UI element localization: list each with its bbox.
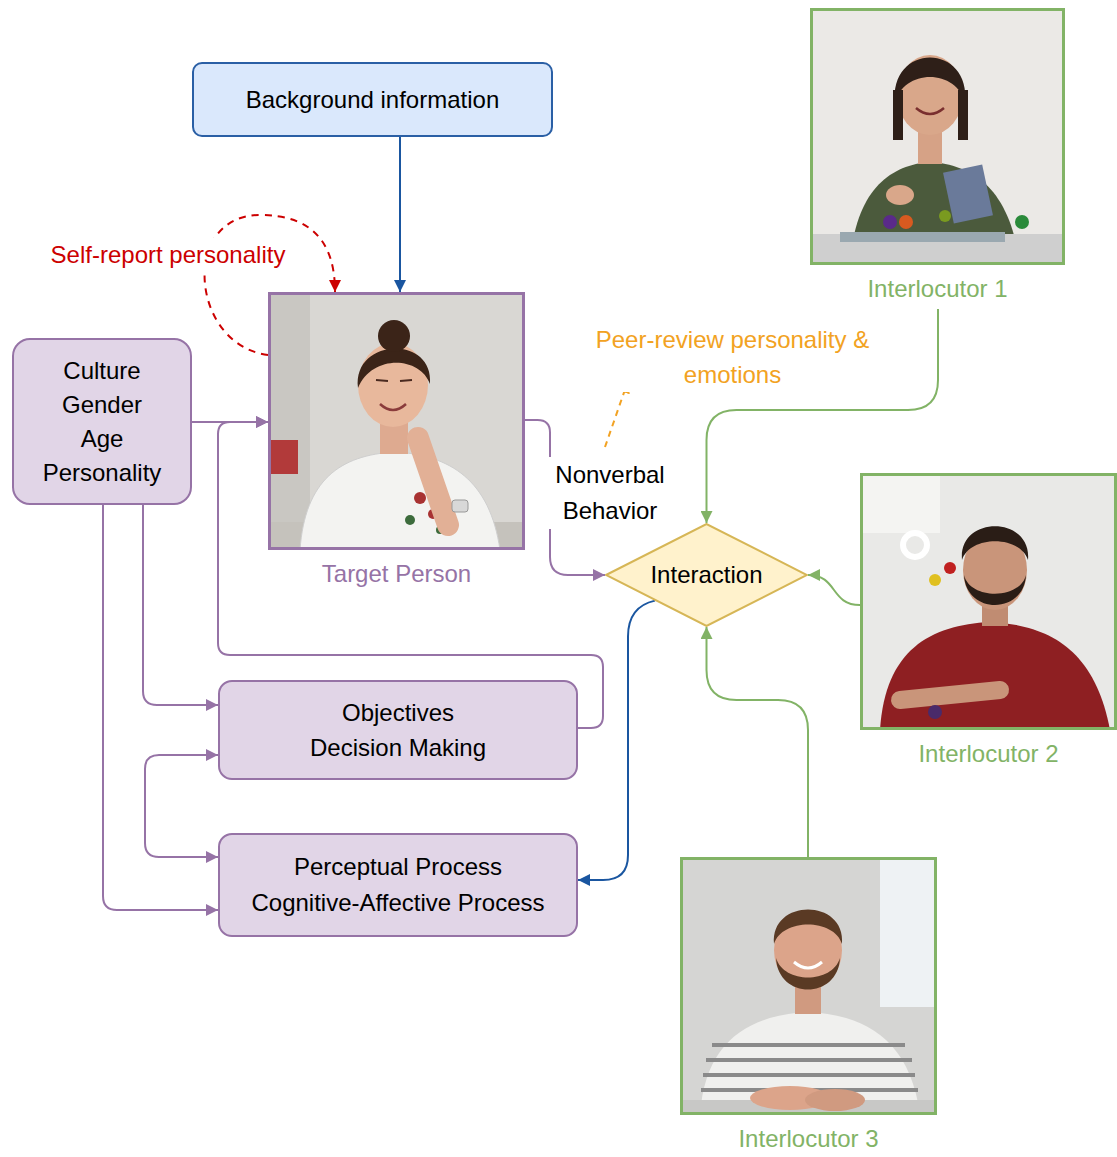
connector (808, 575, 860, 605)
annotation-holder: Peer-review personality & emotions (560, 322, 905, 392)
photo-frame (860, 473, 1117, 730)
decision-diamond: Interaction (605, 523, 808, 627)
edge-label-holder: Nonverbal Behavior (540, 457, 680, 529)
target-photo-illustration (268, 292, 525, 550)
process-box: Perceptual ProcessCognitive-Affective Pr… (218, 833, 578, 937)
edge-label: Self-report personality (49, 238, 288, 272)
node-label: Target Person (268, 560, 525, 588)
node-label: Gender (62, 388, 142, 422)
node-label: Interaction (650, 560, 762, 590)
node-label: Decision Making (310, 730, 486, 765)
node-label: Interlocutor 2 (860, 740, 1117, 768)
node-label: Cognitive-Affective Process (251, 885, 544, 921)
connector (103, 505, 218, 910)
target-photo: Target Person (268, 292, 525, 588)
edge-label: Nonverbal Behavior (540, 457, 680, 529)
interlocutor-photo: Interlocutor 3 (680, 857, 937, 1153)
connector (399, 137, 401, 292)
node-label: Background information (246, 85, 499, 115)
interlocutor-photo-illustration (680, 857, 937, 1115)
interlocutor-photo: Interlocutor 1 (810, 8, 1065, 303)
edge-label-holder: Self-report personality (18, 238, 318, 272)
photo-frame (680, 857, 937, 1115)
photo-frame (810, 8, 1065, 265)
interlocutor-photo-illustration (860, 473, 1117, 730)
node-label: Interlocutor 3 (680, 1125, 937, 1153)
annotation-label: Peer-review personality & emotions (560, 322, 905, 392)
node-label: Perceptual Process (294, 849, 502, 885)
node-label: Interlocutor 1 (810, 275, 1065, 303)
interlocutor-photo-illustration (810, 8, 1065, 265)
connector (145, 755, 218, 857)
photo-frame (268, 292, 525, 550)
connector (707, 627, 809, 857)
process-box: ObjectivesDecision Making (218, 680, 578, 780)
connector (578, 601, 655, 880)
node-label: Objectives (342, 695, 454, 730)
connector (143, 505, 218, 705)
info-box: Background information (192, 62, 553, 137)
diamond-outline (606, 524, 807, 626)
attribute-box: CultureGenderAgePersonality (12, 338, 192, 505)
node-label: Culture (63, 354, 140, 388)
interlocutor-photo: Interlocutor 2 (860, 473, 1117, 768)
node-label: Personality (43, 456, 162, 490)
node-label: Age (81, 422, 124, 456)
